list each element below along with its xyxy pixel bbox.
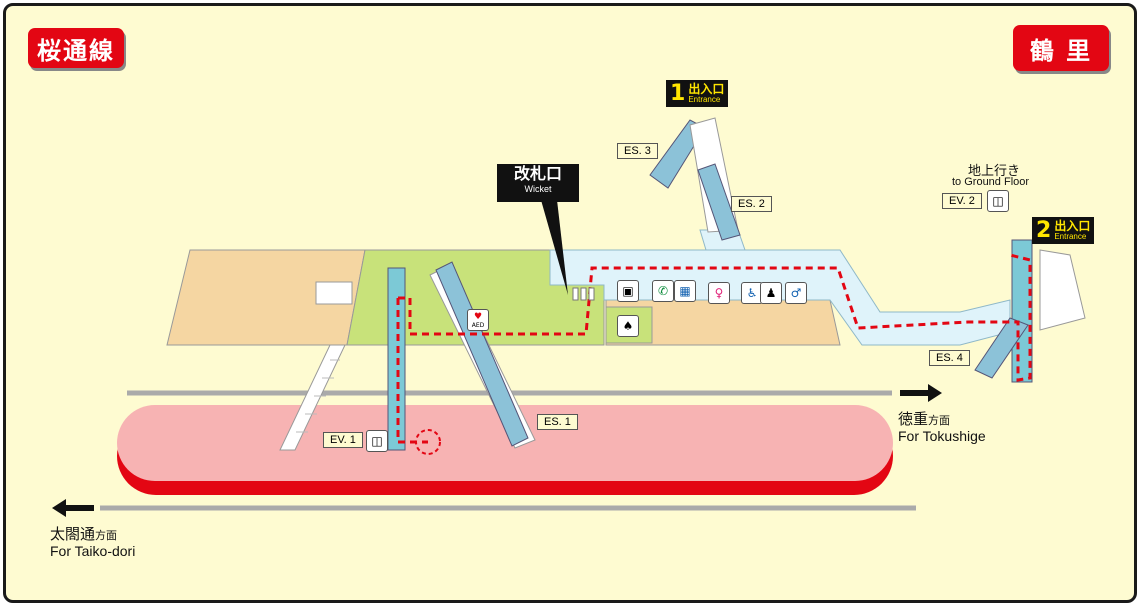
- es4-rail: [974, 317, 1029, 379]
- exit-2-jp: 出入口: [1054, 219, 1091, 233]
- arrow-left: [52, 499, 94, 517]
- wicket-jp: 改札口: [513, 164, 562, 183]
- ev2-shaft: [1011, 239, 1033, 383]
- direction-left-en: For Taiko-dori: [50, 543, 136, 559]
- direction-left-jp: 太閤通: [50, 526, 96, 543]
- es4-label: ES. 4: [929, 350, 970, 366]
- concourse-opening: [315, 281, 353, 305]
- wicket-gates: [572, 287, 595, 301]
- es1-rail: [435, 261, 529, 447]
- fare-adjustment-icon: ▦: [674, 280, 696, 302]
- telephone-icon: ✆: [652, 280, 674, 302]
- wicket-en: Wicket: [524, 184, 552, 194]
- stairs-left: [279, 344, 346, 451]
- exit-2-en: Entrance: [1054, 232, 1087, 241]
- es3-label: ES. 3: [617, 143, 658, 159]
- direction-right-en: For Tokushige: [898, 428, 986, 444]
- womens-restroom-icon: ♀: [708, 282, 730, 304]
- elevator-icon: ◫: [987, 190, 1009, 212]
- office-area: [605, 306, 653, 344]
- platform: [117, 405, 893, 481]
- es1-label: ES. 1: [537, 414, 578, 430]
- direction-right-suffix: 方面: [928, 415, 951, 427]
- exit-1-jp: 出入口: [688, 82, 725, 96]
- ground-floor-en: to Ground Floor: [952, 176, 1030, 188]
- ev2-label: EV. 2: [942, 193, 982, 209]
- aed-label: AED: [471, 321, 485, 329]
- aed-icon: ♥AED: [467, 309, 489, 331]
- exit2-stairs: [1039, 249, 1086, 331]
- direction-left-label: 太閤通方面: [50, 523, 117, 544]
- ground-floor-jp: 地上行き: [968, 163, 1021, 178]
- es2-label: ES. 2: [731, 196, 772, 212]
- accessible-route-platform: [396, 298, 428, 444]
- ticket-machine-icon: ▣: [617, 280, 639, 302]
- ev1-boarding-spot: [415, 429, 441, 455]
- wicket-label: 改札口 Wicket: [497, 164, 579, 202]
- exit-1-en: Entrance: [688, 95, 721, 104]
- elevator-icon: ◫: [366, 430, 388, 452]
- exit-2-number: 2: [1036, 218, 1052, 243]
- direction-right-label: 徳重方面: [898, 408, 950, 429]
- direction-right-jp: 徳重: [898, 411, 929, 428]
- family-restroom-icon: ♟: [760, 282, 782, 304]
- station-badge: 鶴 里: [1013, 25, 1109, 71]
- mens-restroom-icon: ♂: [785, 282, 807, 304]
- arrow-right: [900, 384, 942, 402]
- ev1-label: EV. 1: [323, 432, 363, 448]
- wheelchair-icon: ♿: [741, 282, 763, 304]
- line-badge: 桜通線: [28, 28, 124, 68]
- exit-1-number: 1: [670, 81, 686, 106]
- wicket-pointer: [541, 200, 568, 295]
- es2-rail: [697, 163, 741, 241]
- station-office-icon: ♠: [617, 315, 639, 337]
- direction-left-suffix: 方面: [95, 530, 118, 542]
- accessible-route: [398, 253, 1032, 382]
